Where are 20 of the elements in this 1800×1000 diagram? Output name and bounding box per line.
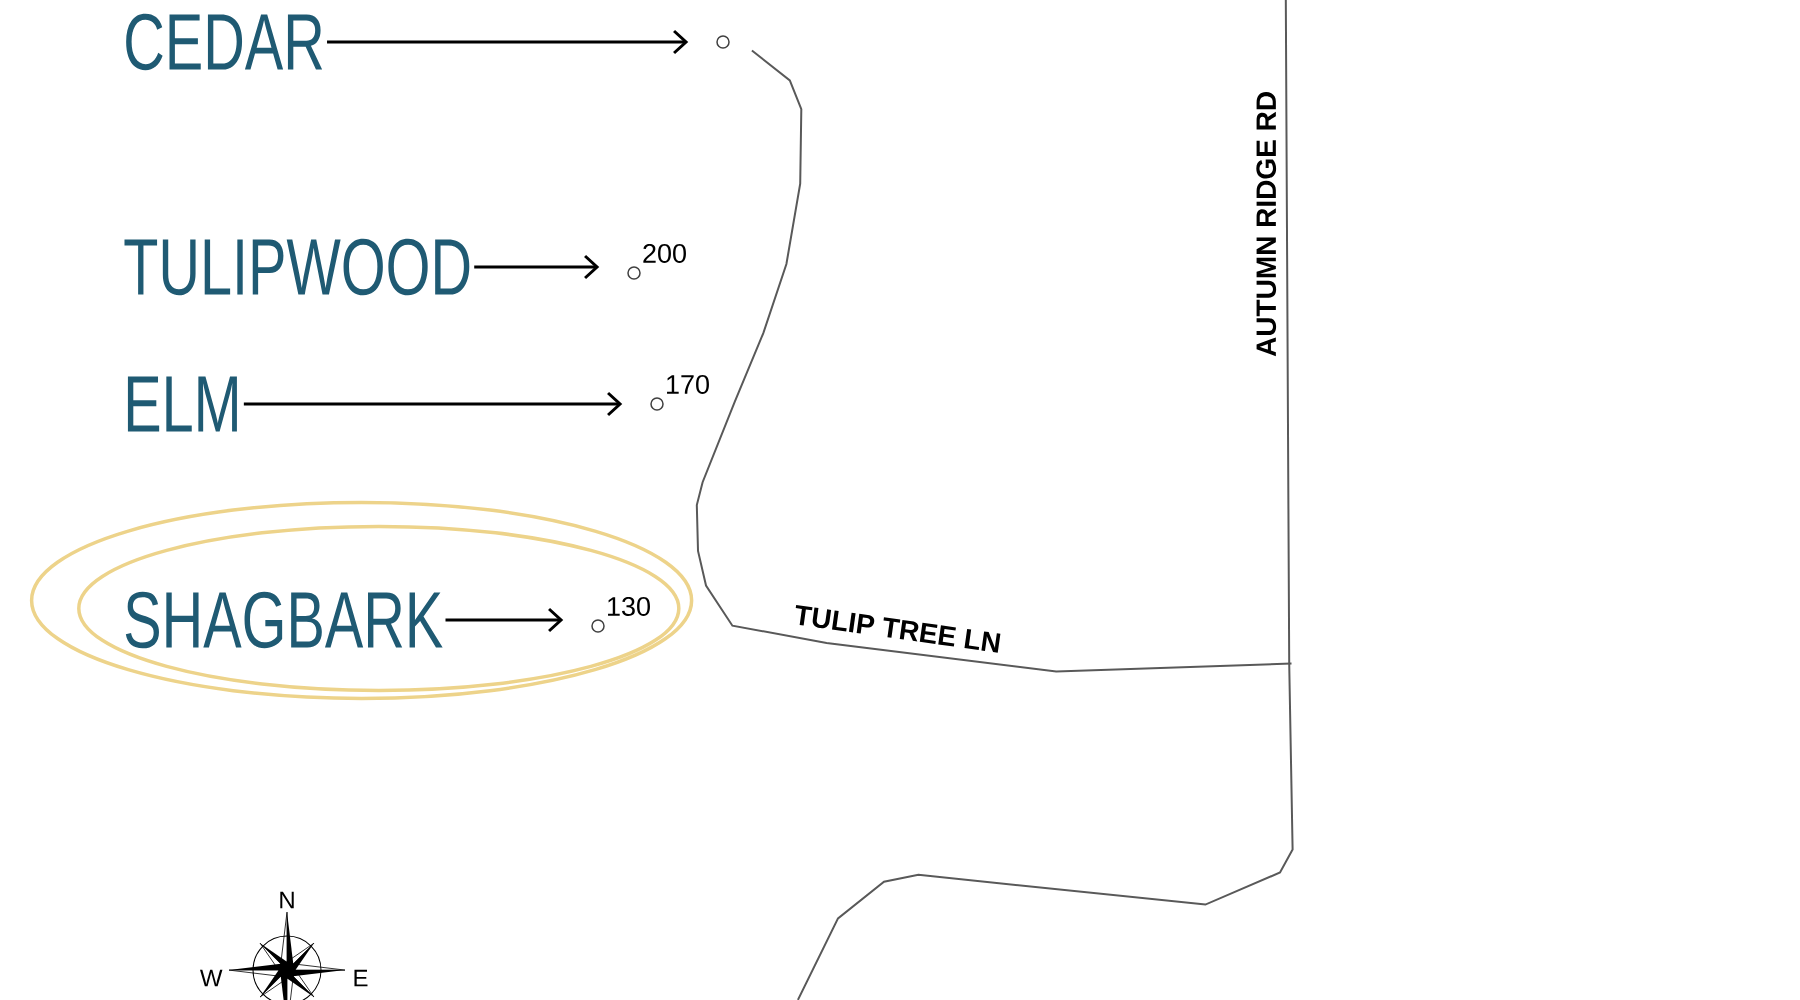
lot-number: 130 <box>608 596 650 617</box>
compass-letter: N <box>280 891 294 909</box>
compass-letter: E <box>354 969 368 987</box>
road-name: AUTUMN RIDGE RD <box>1256 92 1277 357</box>
arrow <box>243 391 623 417</box>
street-label: CEDAR <box>126 13 323 71</box>
arrow <box>327 29 689 55</box>
lot-marker <box>716 35 730 49</box>
compass-letter: W <box>200 969 223 987</box>
arrow <box>445 607 564 633</box>
lot-marker <box>650 397 664 411</box>
lot-marker <box>627 266 641 280</box>
lot-number: 170 <box>667 374 709 395</box>
street-label: SHAGBARK <box>125 591 443 649</box>
street-label: TULIPWOOD <box>124 238 470 296</box>
lot-number: 200 <box>643 243 686 264</box>
road-name: TULIP TREE LN <box>795 604 1001 653</box>
arrow <box>474 254 600 280</box>
street-label: ELM <box>127 376 237 432</box>
lot-marker <box>591 619 605 633</box>
